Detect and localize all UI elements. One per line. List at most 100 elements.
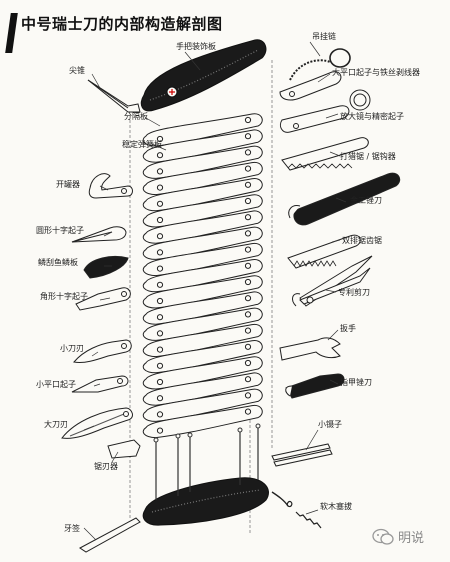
label-toothpick: 牙签 bbox=[64, 524, 80, 533]
internal-plate bbox=[142, 356, 263, 390]
small-blade-tool bbox=[73, 339, 132, 363]
label-saw: 打猎锯 / 锯钩器 bbox=[340, 152, 396, 161]
plate-rivet-hole bbox=[156, 216, 164, 224]
key-ring-chain bbox=[289, 48, 351, 81]
internal-plate bbox=[142, 372, 263, 406]
internal-plate bbox=[142, 323, 263, 358]
internal-plate bbox=[142, 129, 263, 163]
plate-rivet-hole bbox=[156, 330, 164, 337]
corkscrew-tool bbox=[271, 491, 322, 529]
plate-rivet-hole bbox=[156, 184, 164, 191]
plate-rivet-hole bbox=[156, 411, 164, 418]
plate-rivet-hole bbox=[156, 233, 164, 240]
plate-rivet-hole bbox=[156, 281, 164, 288]
label-small-screwdriver: 小平口起子 bbox=[36, 380, 76, 389]
label-hand-cover: 手把装饰板 bbox=[176, 42, 216, 51]
wrench-tool bbox=[279, 337, 341, 361]
internal-plate bbox=[142, 404, 263, 439]
label-big-screwdriver: 大平口起子与铁丝剥线器 bbox=[332, 68, 420, 77]
plate-rivet-hole bbox=[244, 392, 252, 399]
label-wrench: 扳手 bbox=[340, 324, 356, 333]
plate-rivet-hole bbox=[244, 359, 252, 367]
plate-rivet-hole bbox=[156, 427, 164, 434]
nail-file-tool bbox=[285, 373, 345, 399]
plate-rivet-hole bbox=[156, 362, 164, 369]
label-key-ring: 吊挂链 bbox=[312, 32, 336, 41]
awl-tool bbox=[87, 79, 141, 113]
internal-plate bbox=[142, 226, 263, 260]
internal-plate bbox=[142, 242, 263, 277]
plate-rivet-hole bbox=[156, 378, 164, 386]
internal-plate bbox=[142, 307, 263, 341]
plate-rivet-hole bbox=[156, 265, 164, 272]
plate-rivet-hole bbox=[156, 395, 164, 402]
label-phillips-small: 圆形十字起子 bbox=[36, 226, 84, 235]
label-spacer: 分隔板 bbox=[124, 112, 148, 121]
plate-rivet-hole bbox=[244, 197, 252, 205]
plate-rivet-hole bbox=[156, 135, 164, 143]
label-double-saw: 双排锯齿锯 bbox=[342, 236, 382, 245]
plate-rivet-hole bbox=[244, 214, 252, 221]
internal-plate bbox=[142, 161, 263, 196]
blade-tool-part bbox=[107, 439, 141, 459]
label-awl: 尖锥 bbox=[69, 66, 85, 75]
label-file: 金工锉刀 bbox=[350, 196, 382, 205]
hunting-saw-tool bbox=[281, 137, 369, 171]
internal-plate bbox=[142, 388, 263, 422]
label-small-blade: 小刀刃 bbox=[60, 344, 84, 353]
label-blade-tool: 锯刃器 bbox=[94, 462, 118, 471]
phillips-small-tool bbox=[71, 226, 127, 243]
top-handle-cover bbox=[140, 39, 267, 112]
plate-rivet-hole bbox=[156, 249, 164, 256]
plate-rivet-hole bbox=[244, 230, 252, 237]
plate-rivet-hole bbox=[244, 295, 252, 302]
plate-rivet-hole bbox=[244, 278, 252, 286]
internal-plate bbox=[142, 291, 263, 325]
plate-rivet-hole bbox=[244, 343, 252, 350]
label-corkscrew: 软木塞拔 bbox=[320, 502, 352, 511]
diagram-title: 中号瑞士刀的内部构造解剖图 bbox=[21, 15, 223, 33]
toothpick-tool bbox=[79, 517, 141, 553]
label-spring-spacer: 稳定弹簧板 bbox=[122, 140, 162, 149]
label-magnifier: 放大镜与精密起子 bbox=[340, 112, 404, 121]
phillips-tool bbox=[75, 287, 131, 311]
label-scaler: 鳞刮鱼鳞板 bbox=[38, 258, 78, 267]
watermark-text: 明说 bbox=[398, 531, 425, 546]
plate-rivet-hole bbox=[156, 314, 164, 321]
fish-scaler-tool bbox=[83, 256, 129, 279]
internal-plate bbox=[142, 275, 263, 309]
label-tweezers: 小镊子 bbox=[318, 420, 342, 429]
bottom-handle-cover bbox=[142, 477, 269, 526]
label-nail-file: 指甲锉刀 bbox=[340, 378, 372, 387]
internal-plate bbox=[142, 194, 263, 228]
plate-rivet-hole bbox=[244, 408, 252, 415]
plate-rivet-hole bbox=[244, 262, 252, 269]
can-opener-tool bbox=[88, 173, 133, 199]
big-screwdriver-tool bbox=[279, 71, 342, 101]
plate-rivet-hole bbox=[244, 311, 252, 318]
label-phillips: 角形十字起子 bbox=[40, 292, 88, 301]
wechat-icon bbox=[372, 528, 394, 545]
watermark: 明说 bbox=[372, 527, 424, 546]
internal-plate bbox=[142, 145, 263, 179]
internal-plate bbox=[142, 178, 263, 212]
plate-rivet-hole bbox=[156, 297, 164, 305]
double-saw-tool bbox=[287, 234, 361, 269]
plate-rivet-hole bbox=[156, 168, 164, 175]
scissors-tool bbox=[292, 255, 373, 307]
large-blade-tool bbox=[61, 407, 133, 439]
metal-file-tool bbox=[288, 172, 401, 226]
label-large-blade: 大刀刃 bbox=[44, 420, 68, 429]
plate-rivet-hole bbox=[156, 346, 164, 353]
plate-rivet-hole bbox=[244, 246, 252, 253]
plate-rivet-hole bbox=[244, 165, 252, 172]
internal-plate bbox=[142, 210, 263, 244]
plate-rivet-hole bbox=[244, 116, 252, 124]
plate-rivet-hole bbox=[244, 181, 252, 188]
plate-rivet-hole bbox=[244, 149, 252, 156]
plate-rivet-hole bbox=[244, 327, 252, 334]
label-scissors: 专利剪刀 bbox=[338, 288, 370, 297]
label-can-opener: 开罐器 bbox=[56, 180, 80, 189]
